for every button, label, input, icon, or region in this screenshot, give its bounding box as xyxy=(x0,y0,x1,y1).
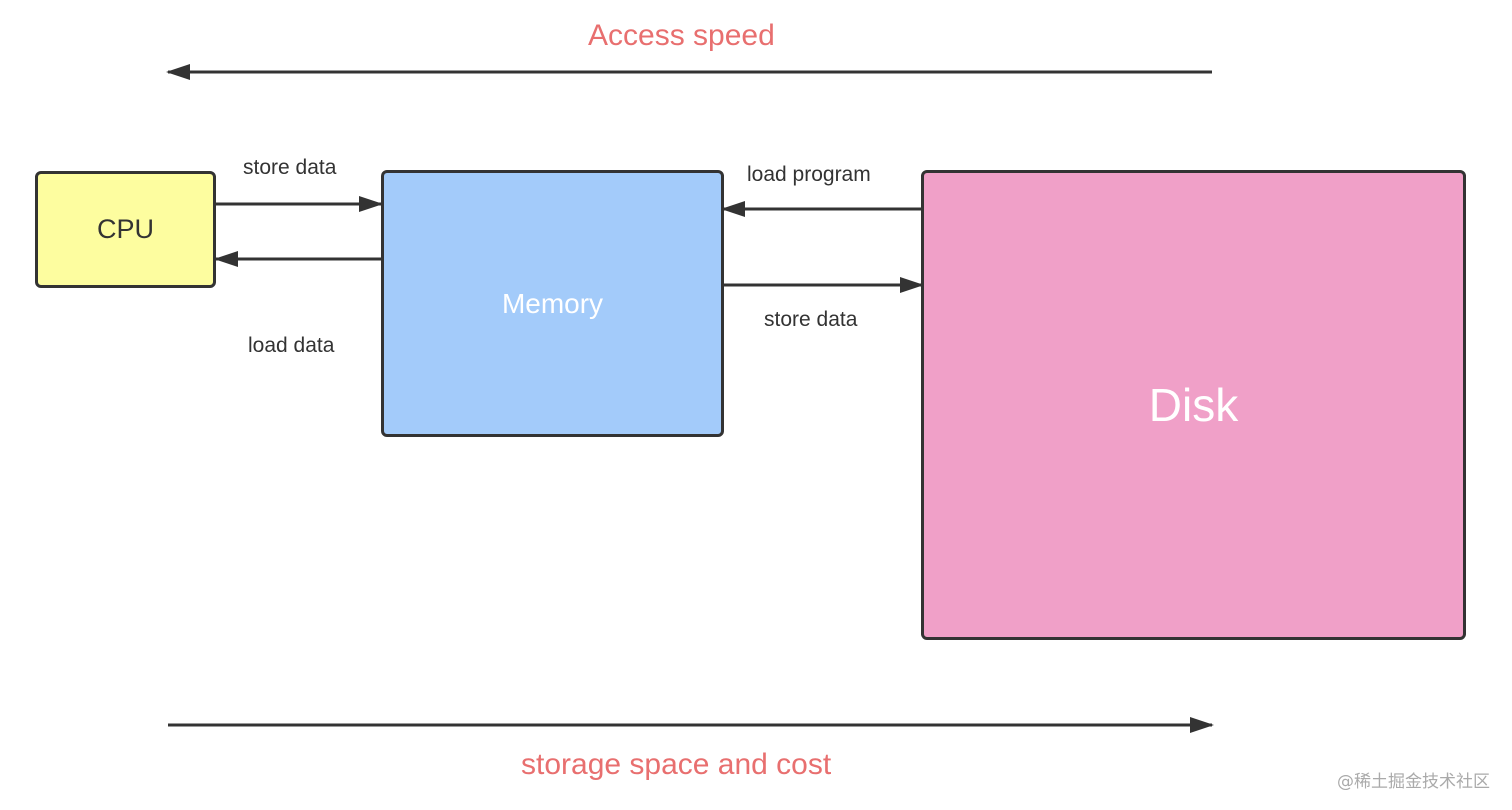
access-speed-label: Access speed xyxy=(588,19,775,52)
storage-cost-label: storage space and cost xyxy=(521,748,832,781)
disk-label: Disk xyxy=(1148,379,1239,431)
cpu-box: CPU xyxy=(35,171,216,288)
memory-to-cpu-label: load data xyxy=(248,334,335,357)
memory-box: Memory xyxy=(381,170,724,437)
watermark: @稀土掘金技术社区 xyxy=(1337,772,1490,792)
memory-label: Memory xyxy=(501,287,604,319)
memory-to-disk-label: store data xyxy=(764,308,858,331)
cpu-label: CPU xyxy=(96,214,154,244)
disk-box: Disk xyxy=(921,170,1466,640)
disk-to-memory-label: load program xyxy=(747,163,871,186)
cpu-to-memory-label: store data xyxy=(243,156,337,179)
